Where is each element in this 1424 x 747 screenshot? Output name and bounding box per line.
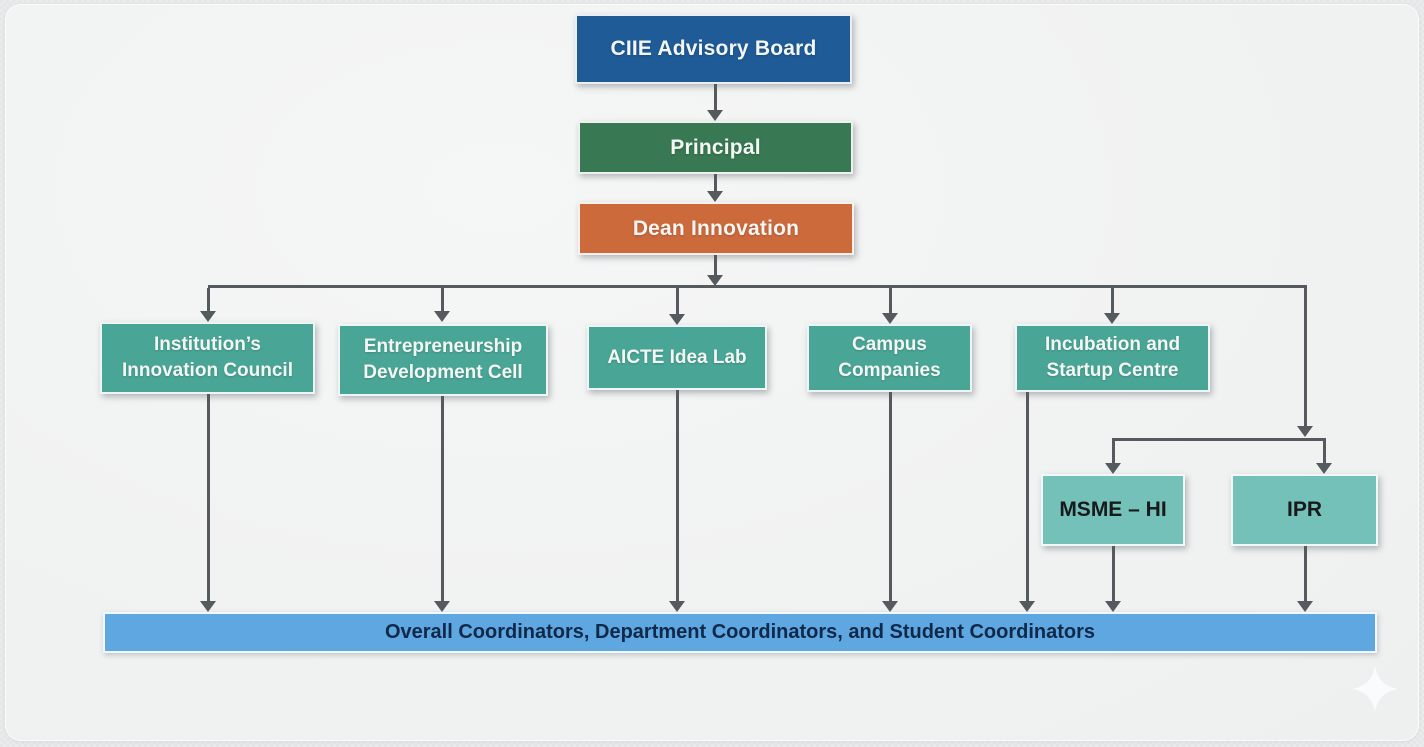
node-label-coordinators-bar: Overall Coordinators, Department Coordin… <box>384 621 1096 643</box>
node-label-aicte-idea-lab: AICTE Idea Lab <box>607 346 747 368</box>
node-principal: Principal <box>578 121 853 174</box>
connector-drop-incubation <box>1111 288 1114 313</box>
arrow-down-icon <box>882 313 898 324</box>
node-msme-hi: MSME – HI <box>1041 474 1185 546</box>
sparkle-icon <box>1352 666 1398 712</box>
arrow-down-icon <box>707 275 723 286</box>
arrow-down-icon <box>200 311 216 322</box>
connector-principal-dean <box>714 174 717 191</box>
connector-drop-aicte <box>676 288 679 314</box>
org-chart-card: CIIE Advisory Board Principal Dean Innov… <box>5 4 1419 741</box>
connector-iic-bar <box>207 394 210 601</box>
connector-right-branch <box>1304 285 1307 426</box>
connector-drop-campus <box>889 288 892 313</box>
arrow-down-icon <box>1297 601 1313 612</box>
arrow-down-icon <box>1316 463 1332 474</box>
connector-distribution-line <box>208 285 1307 288</box>
arrow-down-icon <box>1104 313 1120 324</box>
node-incubation-startup-centre: Incubation and Startup Centre <box>1015 324 1210 392</box>
arrow-down-icon <box>1105 601 1121 612</box>
connector-ipr-bar <box>1304 546 1307 601</box>
connector-drop-edc <box>441 288 444 311</box>
connector-drop-msme <box>1112 441 1115 463</box>
node-label-incubation-startup-centre: Incubation and Startup Centre <box>1044 334 1181 381</box>
connector-advisory-principal <box>714 84 717 110</box>
arrow-down-icon <box>669 601 685 612</box>
node-institutions-innovation-council: Institution’s Innovation Council <box>100 322 315 394</box>
arrow-down-icon <box>1019 601 1035 612</box>
arrow-down-icon <box>707 191 723 202</box>
arrow-down-icon <box>200 601 216 612</box>
node-label-entrepreneurship-development-cell: Entrepreneurship Development Cell <box>363 336 523 383</box>
node-dean-innovation: Dean Innovation <box>578 202 854 255</box>
connector-edc-bar <box>441 396 444 601</box>
node-aicte-idea-lab: AICTE Idea Lab <box>587 325 767 390</box>
node-label-institutions-innovation-council: Institution’s Innovation Council <box>122 334 293 381</box>
arrow-down-icon <box>434 601 450 612</box>
connector-msme-bar <box>1112 546 1115 601</box>
node-ipr: IPR <box>1231 474 1378 546</box>
connector-drop-iic <box>207 288 210 311</box>
arrow-down-icon <box>669 314 685 325</box>
node-label-campus-companies: Campus Companies <box>838 334 941 381</box>
arrow-down-icon <box>1105 463 1121 474</box>
arrow-down-icon <box>882 601 898 612</box>
node-label-ciie-advisory-board: CIIE Advisory Board <box>610 37 817 60</box>
arrow-down-icon <box>434 311 450 322</box>
connector-incubation-bar <box>1026 392 1029 601</box>
connector-sub-line <box>1112 438 1326 441</box>
node-coordinators-bar: Overall Coordinators, Department Coordin… <box>103 612 1377 653</box>
node-campus-companies: Campus Companies <box>807 324 972 392</box>
node-label-ipr: IPR <box>1286 498 1322 521</box>
connector-dean-distribution <box>714 255 717 275</box>
node-ciie-advisory-board: CIIE Advisory Board <box>575 14 852 84</box>
connector-campus-bar <box>889 392 892 601</box>
node-label-msme-hi: MSME – HI <box>1059 498 1167 521</box>
node-label-dean-innovation: Dean Innovation <box>632 216 800 240</box>
connector-aicte-bar <box>676 390 679 601</box>
arrow-down-icon <box>1297 426 1313 437</box>
arrow-down-icon <box>707 110 723 121</box>
node-label-principal: Principal <box>670 135 761 159</box>
connector-drop-ipr <box>1323 441 1326 463</box>
node-entrepreneurship-development-cell: Entrepreneurship Development Cell <box>338 324 548 396</box>
